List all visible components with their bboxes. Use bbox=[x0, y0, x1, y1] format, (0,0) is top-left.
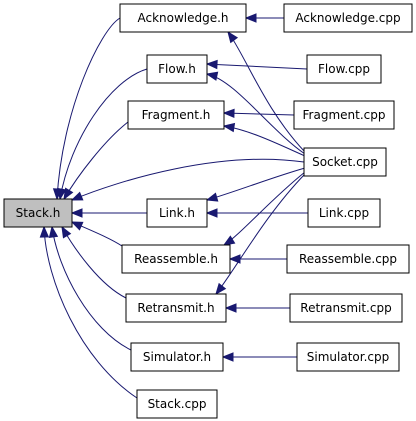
node-label: Acknowledge.cpp bbox=[295, 11, 400, 25]
edge-link-h-to-stack-h bbox=[70, 208, 147, 218]
node-simulator-h[interactable]: Simulator.h bbox=[130, 342, 224, 372]
node-label: Simulator.cpp bbox=[307, 350, 389, 364]
node-fragment-h[interactable]: Fragment.h bbox=[127, 100, 225, 130]
arrow-head-icon bbox=[39, 225, 50, 238]
edge-line bbox=[215, 63, 308, 70]
edge-line bbox=[215, 173, 306, 295]
arrow-head-icon bbox=[205, 71, 219, 81]
node-socket-cpp[interactable]: Socket.cpp bbox=[303, 147, 387, 177]
arrow-head-icon bbox=[70, 191, 84, 201]
node-label: Stack.h bbox=[16, 206, 61, 220]
node-label: Simulator.h bbox=[143, 350, 211, 364]
edge-socket-cpp-to-fragment-h bbox=[222, 122, 306, 157]
edge-line bbox=[71, 158, 305, 201]
node-label: Reassemble.h bbox=[134, 252, 218, 266]
edge-line bbox=[227, 31, 306, 153]
node-layer: Stack.h Acknowledge.h Flow.h Fragment.h … bbox=[3, 3, 413, 419]
edge-line bbox=[223, 125, 306, 157]
node-reassemble-cpp[interactable]: Reassemble.cpp bbox=[286, 244, 410, 274]
node-label: Flow.cpp bbox=[318, 62, 370, 76]
edge-socket-cpp-to-retransmit-h bbox=[215, 173, 306, 296]
edge-socket-cpp-to-link-h bbox=[205, 167, 306, 202]
arrow-head-icon bbox=[222, 108, 235, 119]
node-stack-h[interactable]: Stack.h bbox=[3, 198, 73, 228]
edge-link-cpp-to-link-h bbox=[205, 208, 308, 218]
edge-retransmit-h-to-stack-h bbox=[61, 225, 127, 299]
arrow-head-icon bbox=[215, 282, 227, 296]
node-link-cpp[interactable]: Link.cpp bbox=[307, 198, 381, 228]
edge-line bbox=[61, 226, 127, 299]
edge-socket-cpp-to-stack-h bbox=[70, 158, 305, 201]
edge-stack-cpp-to-stack-h bbox=[39, 225, 138, 399]
arrow-head-icon bbox=[70, 208, 83, 218]
arrow-head-icon bbox=[224, 303, 237, 313]
edge-line bbox=[232, 112, 295, 116]
edge-acknowledge-h-to-stack-h bbox=[52, 17, 121, 201]
node-label: Retransmit.cpp bbox=[300, 301, 391, 315]
edge-socket-cpp-to-reassemble-h bbox=[222, 171, 306, 246]
arrow-head-icon bbox=[48, 225, 59, 239]
arrow-head-icon bbox=[205, 192, 219, 202]
node-label: Flow.h bbox=[158, 62, 196, 76]
edge-layer bbox=[39, 13, 308, 399]
edge-line bbox=[59, 68, 148, 200]
edge-flow-cpp-to-flow-h bbox=[205, 59, 308, 70]
node-flow-h[interactable]: Flow.h bbox=[146, 54, 208, 84]
arrow-head-icon bbox=[205, 59, 218, 70]
node-flow-cpp[interactable]: Flow.cpp bbox=[306, 54, 382, 84]
edge-line bbox=[43, 226, 138, 399]
edge-socket-cpp-to-acknowledge-h bbox=[227, 30, 306, 153]
edge-line bbox=[56, 17, 121, 200]
edge-line bbox=[223, 171, 306, 246]
edge-fragment-cpp-to-fragment-h bbox=[222, 108, 295, 119]
node-retransmit-h[interactable]: Retransmit.h bbox=[125, 293, 227, 323]
arrow-head-icon bbox=[57, 187, 67, 201]
node-label: Retransmit.h bbox=[137, 301, 214, 315]
arrow-head-icon bbox=[70, 221, 84, 231]
node-label: Fragment.h bbox=[142, 108, 211, 122]
edge-reassemble-h-to-stack-h bbox=[70, 221, 123, 247]
node-label: Acknowledge.h bbox=[137, 11, 228, 25]
node-label: Link.cpp bbox=[319, 206, 369, 220]
node-link-h[interactable]: Link.h bbox=[146, 198, 208, 228]
arrow-head-icon bbox=[244, 13, 257, 23]
node-retransmit-cpp[interactable]: Retransmit.cpp bbox=[289, 293, 403, 323]
node-label: Socket.cpp bbox=[312, 155, 378, 169]
edge-fragment-h-to-stack-h bbox=[63, 121, 129, 201]
edge-simulator-cpp-to-simulator-h bbox=[221, 352, 297, 362]
arrow-head-icon bbox=[222, 122, 236, 133]
edge-acknowledge-cpp-to-acknowledge-h bbox=[244, 13, 284, 23]
edge-flow-h-to-stack-h bbox=[57, 68, 148, 201]
node-label: Fragment.cpp bbox=[303, 108, 386, 122]
node-label: Reassemble.cpp bbox=[299, 252, 397, 266]
edge-retransmit-cpp-to-retransmit-h bbox=[224, 303, 290, 313]
arrow-head-icon bbox=[227, 30, 239, 44]
node-fragment-cpp[interactable]: Fragment.cpp bbox=[293, 100, 395, 130]
edge-socket-cpp-to-flow-h bbox=[205, 71, 306, 155]
arrow-head-icon bbox=[63, 187, 74, 201]
node-reassemble-h[interactable]: Reassemble.h bbox=[121, 244, 231, 274]
node-simulator-cpp[interactable]: Simulator.cpp bbox=[296, 342, 400, 372]
edge-line bbox=[51, 226, 132, 351]
arrow-head-icon bbox=[222, 235, 236, 246]
node-label: Stack.cpp bbox=[148, 397, 207, 411]
edge-line bbox=[63, 121, 129, 200]
node-stack-cpp[interactable]: Stack.cpp bbox=[136, 389, 218, 419]
arrow-head-icon bbox=[221, 352, 234, 362]
arrow-head-icon bbox=[61, 225, 72, 239]
node-acknowledge-cpp[interactable]: Acknowledge.cpp bbox=[283, 3, 413, 33]
node-label: Link.h bbox=[159, 206, 195, 220]
node-acknowledge-h[interactable]: Acknowledge.h bbox=[119, 3, 247, 33]
arrow-head-icon bbox=[205, 208, 218, 218]
edge-simulator-h-to-stack-h bbox=[48, 225, 132, 351]
